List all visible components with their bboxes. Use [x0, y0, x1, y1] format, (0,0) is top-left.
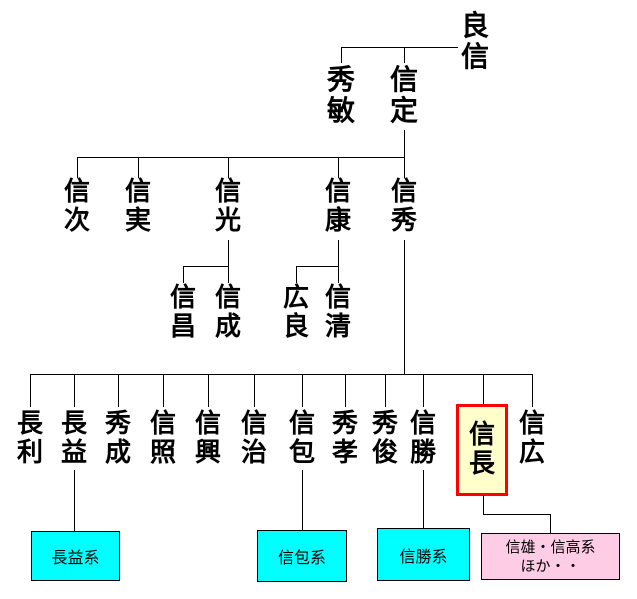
person-hidetoshi: 秀敏 — [326, 63, 356, 128]
connector-line — [228, 157, 229, 178]
person-nobunaga: 信長 — [468, 419, 495, 479]
connector-line — [404, 240, 405, 375]
connector-line — [163, 374, 164, 407]
person-hidetoshi2: 秀俊 — [371, 409, 399, 469]
connector-line — [338, 157, 339, 178]
connector-line — [423, 374, 424, 407]
connector-line — [338, 266, 339, 283]
person-nobukane: 信包 — [288, 409, 316, 469]
connector-line — [483, 514, 551, 515]
person-nobuoki: 信興 — [194, 409, 222, 469]
connector-line — [74, 470, 75, 531]
connector-line — [404, 47, 405, 63]
branch-box-label: 信包系 — [277, 548, 326, 567]
person-hiroyoshi: 広良 — [282, 283, 310, 343]
nobunaga-highlight-box: 信長 — [456, 404, 508, 496]
connector-line — [208, 374, 209, 407]
connector-line — [341, 47, 458, 48]
connector-line — [532, 374, 533, 407]
connector-line — [302, 470, 303, 530]
connector-line — [228, 240, 229, 267]
connector-line — [423, 470, 424, 528]
branch-box-nobukane-line[interactable]: 信包系 — [257, 530, 347, 582]
connector-line — [483, 495, 484, 515]
connector-line — [138, 157, 139, 178]
person-hidenari: 秀成 — [104, 409, 132, 469]
person-nobumasa: 信昌 — [169, 283, 197, 343]
connector-line — [550, 514, 551, 534]
branch-box-label: 長益系 — [51, 548, 100, 567]
connector-line — [296, 266, 297, 283]
person-nagamasu: 長益 — [60, 409, 88, 469]
branch-box-nobukatsu-line[interactable]: 信勝系 — [377, 528, 470, 581]
connector-line — [74, 374, 75, 407]
person-nobukatsu: 信勝 — [409, 409, 437, 469]
person-hidetaka: 秀孝 — [331, 409, 359, 469]
person-nobumitsu: 信光 — [214, 177, 242, 237]
connector-line — [296, 266, 339, 267]
connector-line — [254, 374, 255, 407]
connector-line — [341, 47, 342, 63]
connector-line — [30, 374, 533, 375]
person-nobuzane: 信実 — [124, 177, 152, 237]
person-nobuteru: 信照 — [149, 409, 177, 469]
person-nobutsugu: 信次 — [63, 177, 91, 237]
person-nobuharu: 信治 — [240, 409, 268, 469]
connector-line — [404, 157, 405, 178]
branch-box-nagamasu-line[interactable]: 長益系 — [31, 531, 120, 581]
connector-line — [183, 266, 184, 283]
person-nobukiyo: 信清 — [324, 283, 352, 343]
connector-line — [30, 374, 31, 407]
person-nobunari: 信成 — [214, 283, 242, 343]
branch-box-nobuo-nobutaka-line[interactable]: 信雄・信高系 ほか・・ — [481, 533, 620, 580]
connector-line — [228, 266, 229, 283]
connector-line — [345, 374, 346, 407]
person-nagatoshi: 長利 — [16, 409, 44, 469]
branch-box-sublabel: ほか・・ — [520, 556, 581, 575]
person-yoshinobu: 良信 — [460, 9, 490, 74]
person-nobuhide: 信秀 — [390, 177, 418, 237]
connector-line — [338, 240, 339, 267]
connector-line — [385, 374, 386, 407]
connector-line — [404, 130, 405, 158]
connector-line — [77, 157, 405, 158]
person-nobuyasu: 信康 — [324, 177, 352, 237]
connector-line — [483, 374, 484, 405]
branch-box-label: 信勝系 — [399, 546, 448, 566]
connector-line — [77, 157, 78, 178]
branch-box-label: 信雄・信高系 — [505, 537, 596, 556]
person-nobusada: 信定 — [389, 63, 419, 128]
person-nobuhiro: 信広 — [518, 409, 546, 469]
connector-line — [118, 374, 119, 407]
connector-line — [302, 374, 303, 407]
connector-line — [183, 266, 229, 267]
